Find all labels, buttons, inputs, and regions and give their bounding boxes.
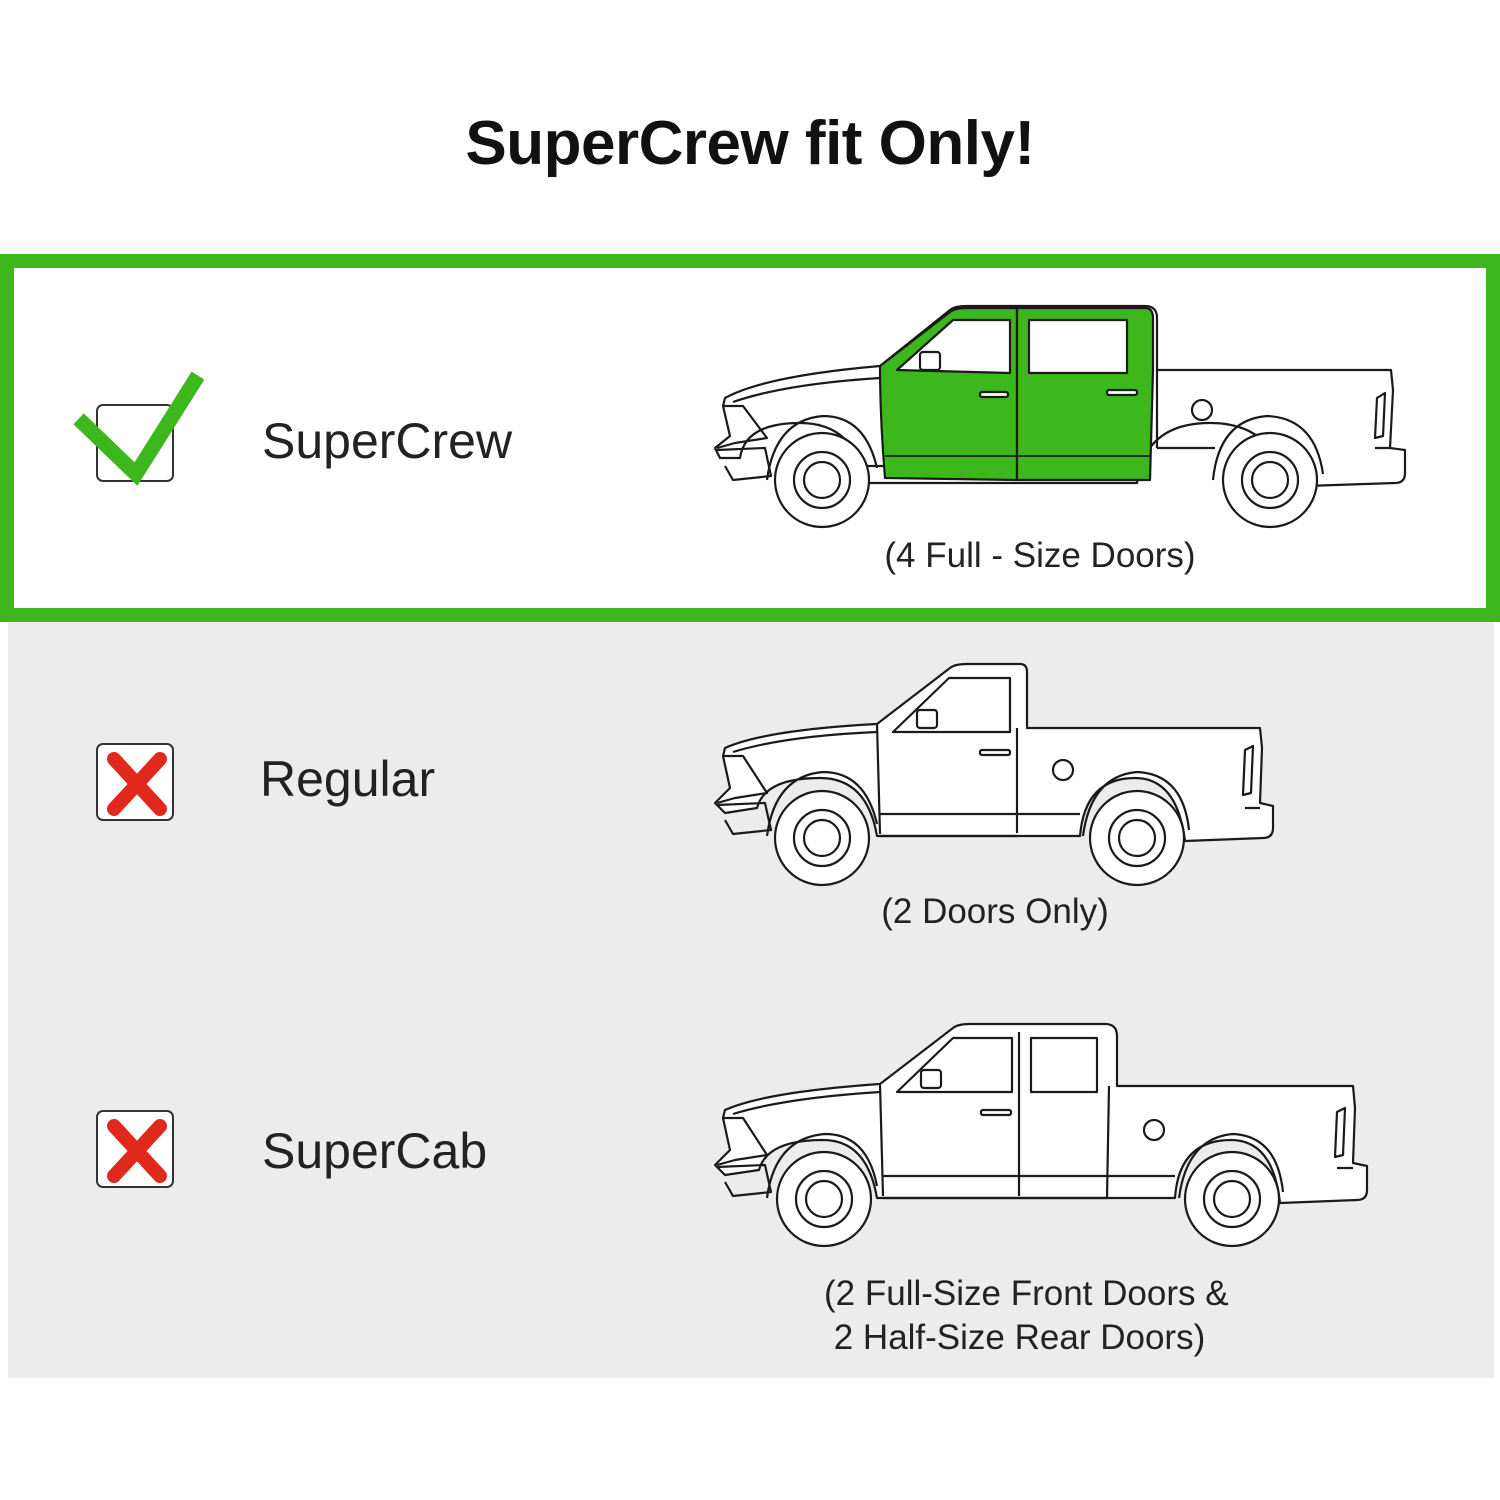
caption-line: (2 Full-Size Front Doors &: [824, 1274, 1229, 1313]
status-box: [73, 371, 205, 486]
cab-label: SuperCab: [262, 1123, 488, 1179]
caption-line: (2 Doors Only): [881, 892, 1109, 931]
x-icon: [107, 1119, 167, 1183]
cab-label: SuperCrew: [262, 413, 513, 469]
caption-line: (4 Full - Size Doors): [884, 536, 1196, 575]
checkmark-icon: [73, 371, 205, 486]
page-title: SuperCrew fit Only!: [465, 109, 1035, 178]
cab-caption: (2 Doors Only): [860, 890, 1130, 934]
status-box: [96, 743, 174, 821]
supercrew-truck-illustration: [713, 304, 1407, 529]
cab-caption: (2 Full-Size Front Doors & 2 Half-Size R…: [800, 1272, 1304, 1360]
cab-label: Regular: [260, 751, 436, 807]
regular-cab-truck-illustration: [713, 662, 1275, 887]
status-box: [96, 1110, 174, 1188]
x-icon: [107, 752, 167, 816]
supercab-truck-illustration: [713, 1022, 1369, 1248]
cab-caption: (4 Full - Size Doors): [860, 534, 1220, 578]
caption-line: 2 Half-Size Rear Doors): [824, 1318, 1206, 1357]
